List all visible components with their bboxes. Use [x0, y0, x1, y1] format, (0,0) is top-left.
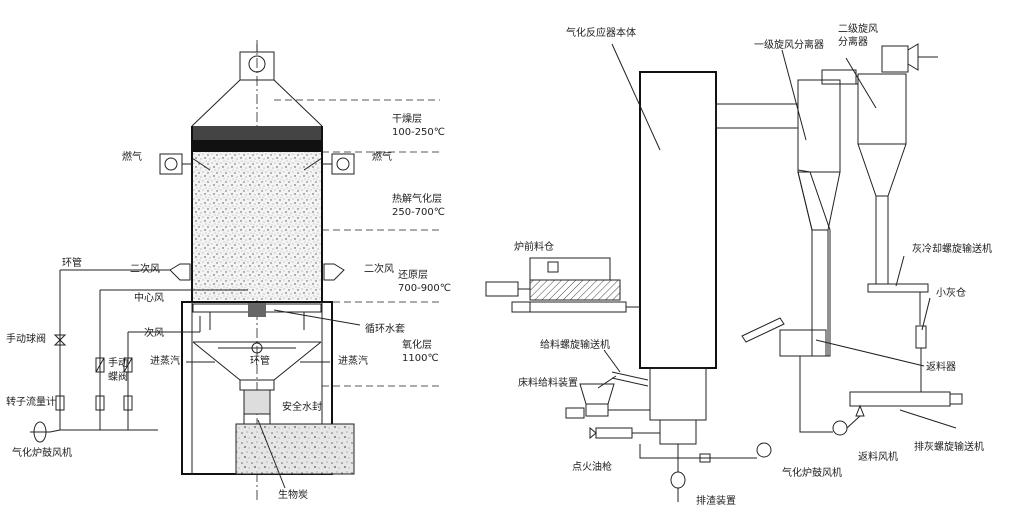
label-cyclone-2-line2: 分离器 — [838, 35, 868, 48]
feed-screw-hatched — [529, 279, 621, 301]
return-feeder-box — [779, 329, 827, 357]
label-oxidation-temp: 1100℃ — [402, 353, 439, 364]
butterfly-valve-2-icon[interactable] — [123, 357, 133, 373]
label-ignition-oil-gun: 点火油枪 — [572, 460, 612, 473]
label-steam-in-left: 进蒸汽 — [150, 354, 180, 367]
bed-material-feeder-icon — [579, 383, 615, 405]
packed-bed-fuel — [193, 152, 321, 300]
feed-screw-conveyor-icon — [529, 301, 627, 313]
gas-outlet-right-icon — [331, 153, 355, 175]
reactor-lower-section — [649, 367, 707, 421]
label-secondary-air-right: 二次风 — [364, 262, 394, 275]
label-pyrolysis-temp: 250-700℃ — [392, 207, 445, 218]
label-manual-valve-2: 蝶阀 — [108, 370, 128, 383]
label-manual-valve-1: 手动 — [108, 356, 128, 369]
rotameter-1-icon — [55, 395, 65, 411]
biochar-pit — [235, 423, 355, 475]
label-center-air: 中心风 — [134, 291, 164, 304]
label-pre-furnace-bin: 炉前料仓 — [514, 240, 554, 253]
label-dry-layer: 干燥层 — [392, 113, 422, 125]
label-reduction-layer: 还原层 — [398, 269, 428, 281]
cyclone-2-exhaust-icon — [907, 43, 919, 71]
label-secondary-air-left: 二次风 — [130, 262, 160, 275]
label-bed-material-feeder: 床料给料装置 — [518, 376, 578, 389]
pre-furnace-bin-icon — [529, 257, 611, 281]
top-outlet-fan-icon — [248, 55, 266, 73]
label-manual-ball-valve: 手动球阀 — [6, 332, 46, 345]
label-primary-air: 一次风 — [134, 326, 164, 339]
label-gas-right: 燃气 — [372, 150, 392, 163]
drying-layer-band — [192, 126, 322, 140]
label-small-ash-bin: 小灰仓 — [936, 286, 966, 299]
label-circulating-jacket: 循环水套 — [365, 322, 405, 335]
label-ring-pipe: 环管 — [62, 256, 82, 269]
label-pyrolysis-layer: 热解气化层 — [392, 192, 442, 205]
label-ring-pipe-center: 环管 — [250, 354, 270, 367]
ash-discharge-conveyor-icon — [849, 391, 951, 407]
reactor-body — [639, 71, 717, 369]
ring-pipe-center-icon — [251, 342, 263, 354]
cyclone-2-outlet — [881, 45, 909, 73]
label-return-air-blower: 返料风机 — [858, 450, 898, 463]
label-steam-in-right: 进蒸汽 — [338, 354, 368, 367]
label-cyclone-2-line1: 二级旋风 — [838, 22, 878, 35]
cyclone-1-outlet — [821, 69, 857, 85]
reactor-outlet-duct — [715, 103, 799, 129]
label-ash-discharge-conveyor: 排灰螺旋输送机 — [914, 440, 984, 453]
ignition-oil-gun-icon[interactable] — [595, 427, 633, 439]
fixed-bed-gasifier: 干燥层 100-250℃ 燃气 燃气 热解气化层 250-700℃ 环管 二次风… — [6, 40, 451, 501]
cyclone-1-body — [797, 79, 841, 173]
vessel-walls — [191, 126, 323, 302]
label-rotameter: 转子流量计 — [6, 395, 56, 408]
cyclone-2-body — [857, 73, 907, 145]
label-reduction-temp: 700-900℃ — [398, 283, 451, 294]
center-air-nozzle-icon — [248, 303, 266, 317]
label-cyclone-1: 一级旋风分离器 — [754, 38, 824, 51]
secondary-air-nozzle-left-icon — [169, 263, 191, 281]
cyclone-1 — [797, 80, 831, 357]
label-ash-cooling-conveyor: 灰冷却螺旋输送机 — [912, 242, 992, 255]
gasifier-blower-icon[interactable] — [756, 442, 772, 458]
ash-cooling-conveyor-icon — [867, 283, 929, 293]
secondary-air-nozzle-right-icon — [323, 263, 345, 281]
small-ash-bin-icon — [915, 325, 927, 349]
label-gasifier-blower: 气化炉鼓风机 — [782, 466, 842, 479]
label-oxidation-layer: 氧化层 — [402, 338, 432, 351]
label-slag-discharge: 排渣装置 — [696, 494, 736, 507]
label-safety-water-seal: 安全水封 — [282, 400, 322, 413]
label-return-feeder: 返料器 — [926, 360, 956, 373]
inclined-screw — [611, 371, 649, 387]
return-leg — [741, 317, 785, 343]
cfb-gasifier: 气化反应器本体 一级旋风分离器 二级旋风 分离器 灰冷却螺旋输送机 炉前料仓 小… — [485, 22, 992, 507]
gas-outlet-left-icon — [159, 153, 183, 175]
return-air-blower-icon[interactable] — [832, 420, 848, 436]
label-feed-screw-conveyor: 给料螺旋输送机 — [540, 338, 610, 351]
manual-ball-valve-icon[interactable] — [53, 334, 67, 346]
blower-valve-icon[interactable] — [699, 453, 711, 463]
hood-funnel — [191, 79, 323, 127]
label-biochar: 生物炭 — [278, 488, 308, 501]
rotameter-2-icon — [95, 395, 105, 411]
slag-discharge-icon[interactable] — [670, 471, 686, 489]
rotameter-3-icon — [123, 395, 133, 411]
label-blower: 气化炉鼓风机 — [12, 446, 72, 459]
cyclone-2-cone — [857, 143, 907, 197]
label-gas-left: 燃气 — [122, 150, 142, 163]
label-reactor-body: 气化反应器本体 — [566, 26, 636, 39]
reactor-wind-box — [659, 419, 697, 445]
butterfly-valve-1-icon[interactable] — [95, 357, 105, 373]
safety-water-seal-icon — [243, 389, 271, 415]
label-dry-temp: 100-250℃ — [392, 127, 445, 138]
